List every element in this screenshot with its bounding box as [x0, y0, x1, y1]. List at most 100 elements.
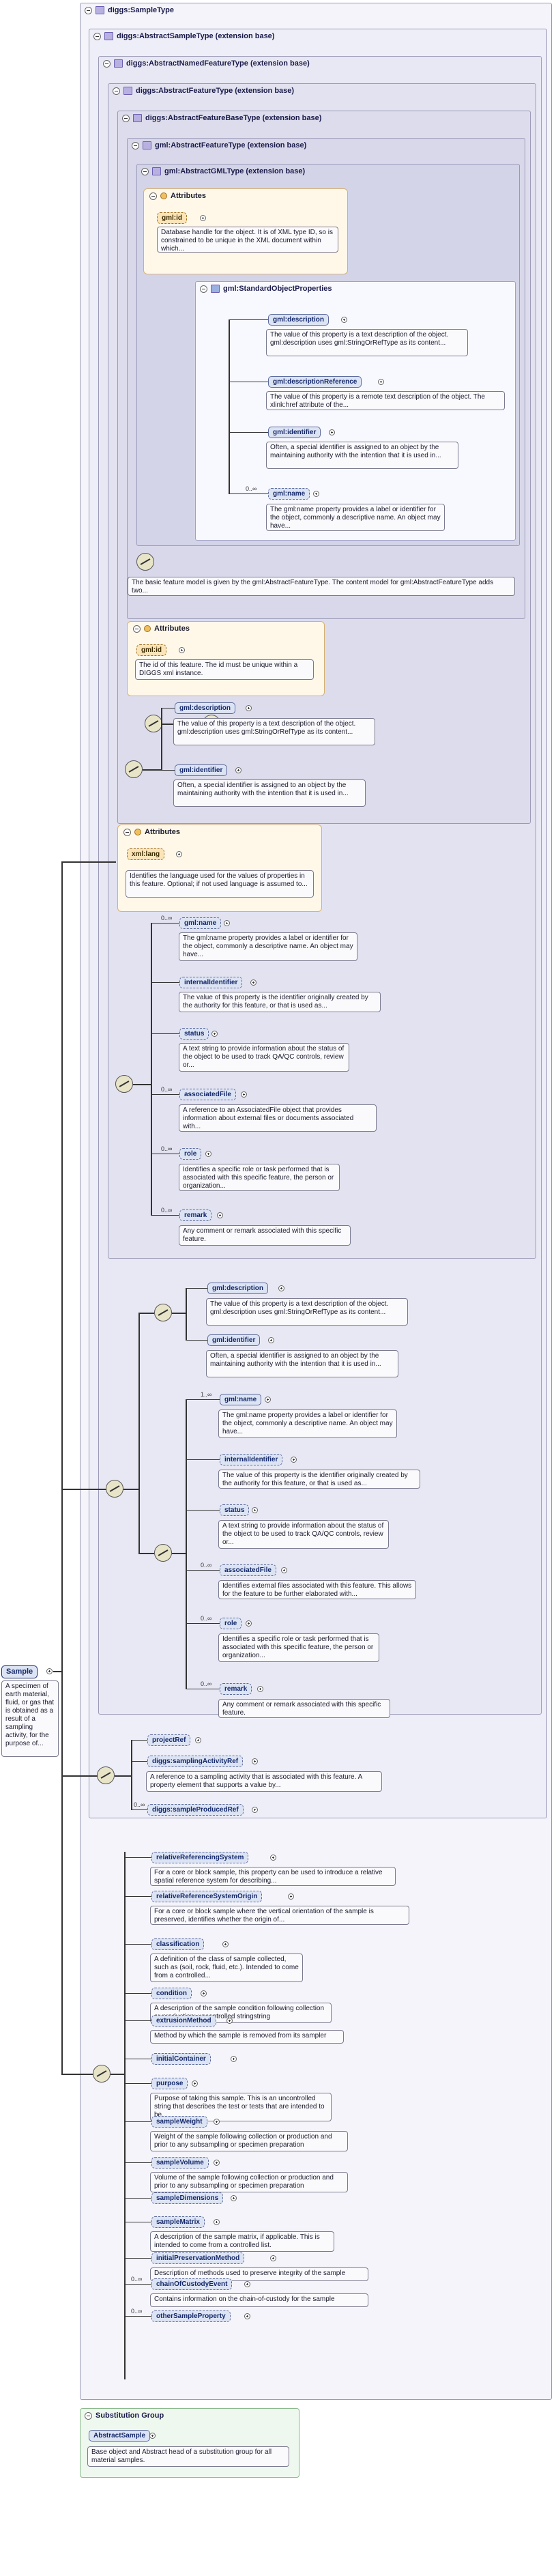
expand-icon[interactable] — [224, 920, 230, 926]
expand-icon[interactable] — [250, 979, 257, 986]
gml-description-element[interactable]: gml:description — [268, 314, 330, 326]
expand-icon[interactable] — [176, 851, 182, 857]
collapse-icon[interactable] — [113, 87, 120, 95]
expand-icon[interactable] — [241, 1091, 247, 1098]
expand-icon[interactable] — [291, 1457, 297, 1463]
collapse-icon[interactable] — [85, 6, 92, 14]
expand-icon[interactable] — [200, 215, 206, 221]
gml-identifier-element[interactable]: gml:identifier — [268, 427, 321, 438]
expand-icon[interactable] — [313, 491, 319, 497]
sequence-icon — [115, 1075, 133, 1093]
gml-name-element[interactable]: gml:name — [179, 917, 222, 929]
associated-file-element[interactable]: associatedFile — [220, 1564, 276, 1576]
status-element[interactable]: status — [220, 1504, 250, 1516]
expand-icon[interactable] — [268, 1337, 274, 1343]
expand-icon[interactable] — [244, 2313, 250, 2319]
initial-preservation-method-element[interactable]: initialPreservationMethod — [151, 2252, 245, 2264]
collapse-icon[interactable] — [141, 167, 149, 175]
collapse-icon[interactable] — [122, 114, 130, 122]
expand-icon[interactable] — [235, 767, 242, 773]
extrusion-method-element[interactable]: extrusionMethod — [151, 2015, 216, 2027]
chain-of-custody-event-element[interactable]: chainOfCustodyEvent — [151, 2278, 233, 2290]
internal-identifier-element[interactable]: internalIdentifier — [179, 977, 243, 988]
gml-name-element[interactable]: gml:name — [268, 488, 310, 500]
gml-id-attribute[interactable]: gml:id — [136, 644, 166, 656]
expand-icon[interactable] — [278, 1285, 284, 1291]
expand-icon[interactable] — [252, 1758, 258, 1764]
remark-element[interactable]: remark — [179, 1210, 212, 1221]
collapse-icon[interactable] — [132, 141, 139, 149]
collapse-icon[interactable] — [133, 625, 141, 633]
gml-identifier-element[interactable]: gml:identifier — [207, 1334, 261, 1346]
expand-icon[interactable] — [200, 1990, 207, 1997]
expand-icon[interactable] — [217, 1212, 223, 1218]
sample-weight-element[interactable]: sampleWeight — [151, 2116, 207, 2128]
complex-type-icon — [114, 59, 123, 68]
other-sample-property-element[interactable]: otherSampleProperty — [151, 2310, 231, 2322]
expand-icon[interactable] — [205, 1151, 211, 1157]
gml-description-element[interactable]: gml:description — [207, 1283, 269, 1294]
gml-description-element[interactable]: gml:description — [175, 702, 236, 714]
expand-icon[interactable] — [213, 2119, 220, 2125]
expand-icon[interactable] — [252, 1807, 258, 1813]
status-element[interactable]: status — [179, 1028, 209, 1040]
expand-icon[interactable] — [329, 429, 335, 435]
collapse-icon[interactable] — [85, 2412, 92, 2420]
sample-element[interactable]: Sample — [1, 1665, 38, 1678]
associated-file-element[interactable]: associatedFile — [179, 1089, 236, 1100]
expand-icon[interactable] — [281, 1567, 287, 1573]
expand-icon[interactable] — [270, 1855, 276, 1861]
sample-dimensions-element[interactable]: sampleDimensions — [151, 2192, 224, 2204]
gml-id-attribute[interactable]: gml:id — [157, 212, 187, 224]
sample-volume-element[interactable]: sampleVolume — [151, 2157, 209, 2169]
expand-icon[interactable] — [179, 647, 185, 653]
expand-icon[interactable] — [244, 2281, 250, 2287]
expand-icon[interactable] — [222, 1941, 229, 1947]
relative-reference-system-origin-doc: For a core or block sample where the ver… — [150, 1906, 409, 1925]
expand-icon[interactable] — [195, 1737, 201, 1743]
expand-icon[interactable] — [257, 1686, 263, 1692]
role-element[interactable]: role — [179, 1148, 202, 1160]
gml-name-element[interactable]: gml:name — [220, 1394, 262, 1405]
expand-icon[interactable] — [378, 379, 384, 385]
collapse-icon[interactable] — [123, 828, 131, 836]
expand-icon[interactable] — [246, 705, 252, 711]
expand-icon[interactable] — [341, 317, 347, 323]
relative-reference-system-origin-element[interactable]: relativeReferenceSystemOrigin — [151, 1891, 263, 1902]
gml-identifier-element[interactable]: gml:identifier — [175, 764, 228, 776]
expand-icon[interactable] — [46, 1668, 53, 1674]
role-element[interactable]: role — [220, 1618, 242, 1629]
expand-icon[interactable] — [191, 2080, 198, 2087]
expand-icon[interactable] — [231, 2056, 237, 2062]
remark-element[interactable]: remark — [220, 1683, 252, 1695]
sampling-activity-ref-element[interactable]: diggs:samplingActivityRef — [147, 1756, 244, 1767]
sample-produced-ref-element[interactable]: diggs:sampleProducedRef — [147, 1804, 244, 1816]
expand-icon[interactable] — [149, 2433, 156, 2439]
relative-referencing-system-element[interactable]: relativeReferencingSystem — [151, 1852, 249, 1863]
collapse-icon[interactable] — [103, 59, 111, 68]
collapse-icon[interactable] — [93, 32, 101, 40]
purpose-element[interactable]: purpose — [151, 2078, 188, 2089]
expand-icon[interactable] — [265, 1397, 271, 1403]
expand-icon[interactable] — [226, 2018, 233, 2024]
expand-icon[interactable] — [211, 1031, 218, 1037]
collapse-icon[interactable] — [200, 285, 207, 293]
expand-icon[interactable] — [231, 2195, 237, 2201]
expand-icon[interactable] — [213, 2219, 220, 2225]
gml-name-doc: The gml:name property provides a label o… — [179, 932, 357, 961]
gml-description-reference-element[interactable]: gml:descriptionReference — [268, 376, 362, 388]
expand-icon[interactable] — [252, 1507, 258, 1513]
project-ref-element[interactable]: projectRef — [147, 1734, 191, 1746]
initial-container-element[interactable]: initialContainer — [151, 2053, 211, 2065]
expand-icon[interactable] — [270, 2255, 276, 2261]
expand-icon[interactable] — [213, 2160, 220, 2166]
internal-identifier-element[interactable]: internalIdentifier — [220, 1454, 283, 1465]
sample-matrix-element[interactable]: sampleMatrix — [151, 2216, 205, 2228]
abstract-sample-element[interactable]: AbstractSample — [89, 2430, 151, 2442]
collapse-icon[interactable] — [149, 192, 157, 200]
condition-element[interactable]: condition — [151, 1988, 192, 1999]
xml-lang-attribute[interactable]: xml:lang — [127, 848, 165, 860]
expand-icon[interactable] — [287, 1893, 294, 1900]
classification-element[interactable]: classification — [151, 1938, 205, 1950]
expand-icon[interactable] — [246, 1620, 252, 1627]
